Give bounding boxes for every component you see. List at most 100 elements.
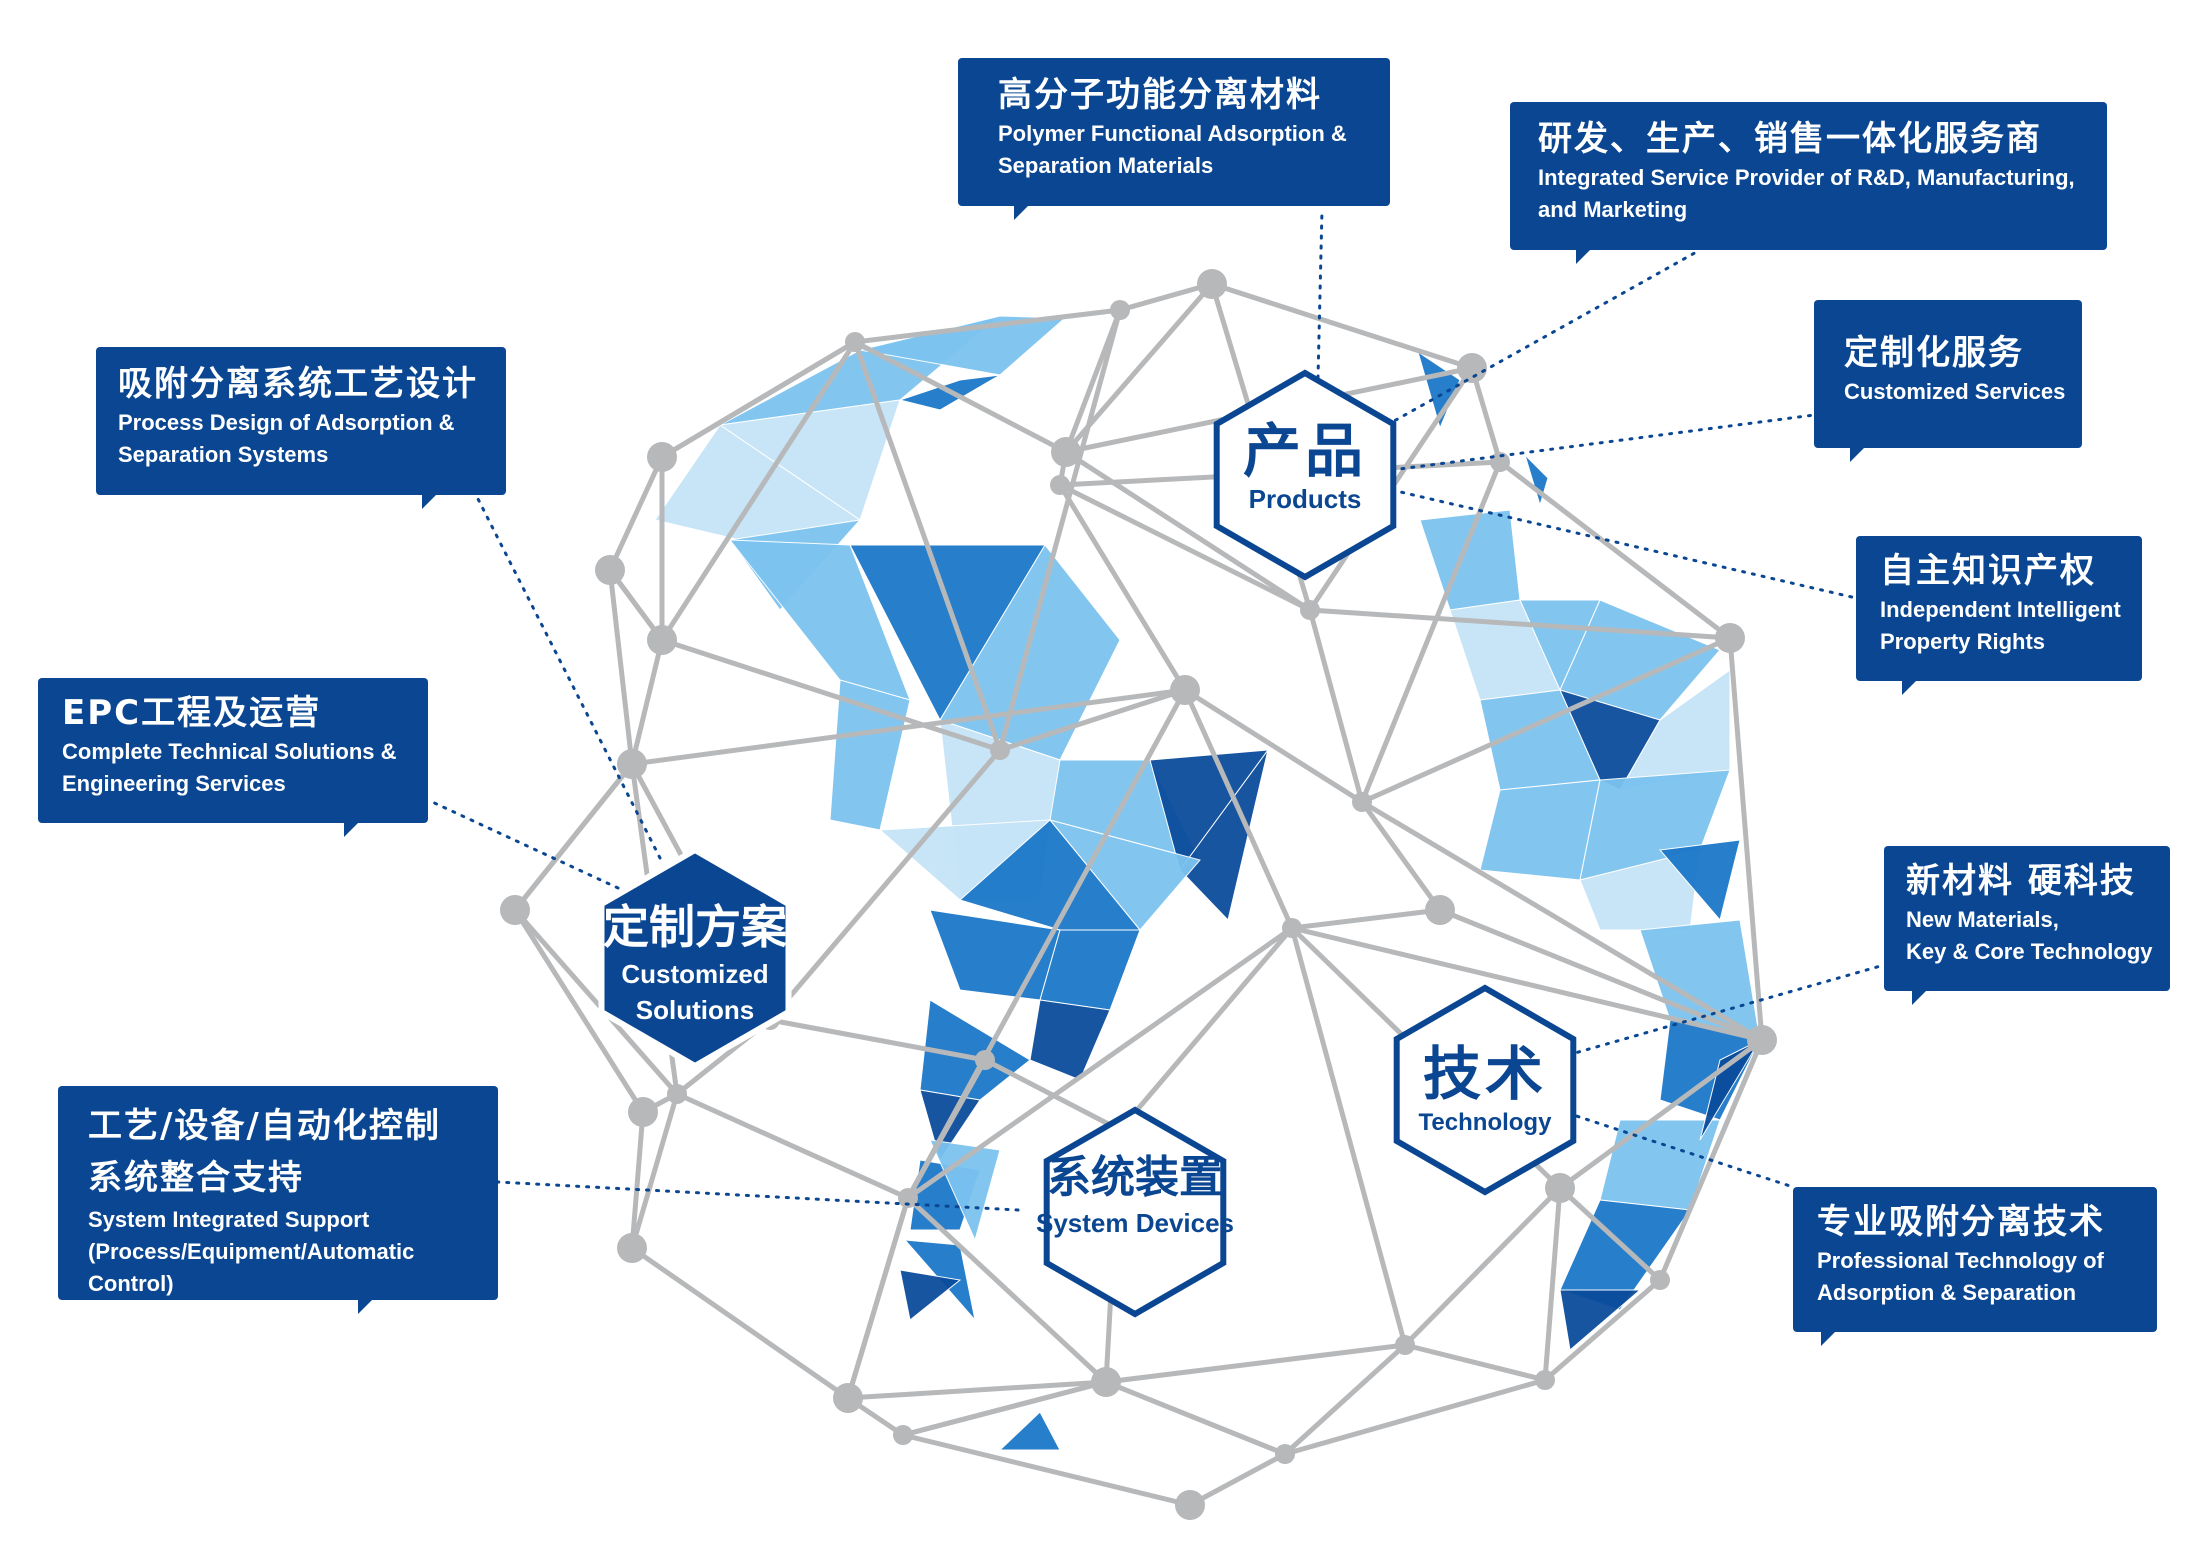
network-edge bbox=[900, 1432, 1193, 1508]
network-edge bbox=[1282, 1377, 1548, 1457]
network-node bbox=[1747, 1025, 1777, 1055]
callout-tail bbox=[1821, 1332, 1835, 1346]
network-edge bbox=[1063, 449, 1313, 613]
callout-tail bbox=[1014, 206, 1028, 220]
network-node bbox=[1535, 1370, 1555, 1390]
network-edge bbox=[1359, 799, 1443, 913]
continent-facet bbox=[899, 1269, 962, 1321]
callout-professional-tech: 专业吸附分离技术 Professional Technology of Adso… bbox=[1793, 1187, 2157, 1346]
dotted-connector bbox=[1376, 248, 1702, 432]
network-nodes bbox=[500, 269, 1777, 1520]
callout-polymer-zh: 高分子功能分离材料 bbox=[998, 75, 1322, 115]
network-edge bbox=[1057, 482, 1188, 693]
callout-system-integration: 工艺/设备/自动化控制 系统整合支持 System Integrated Sup… bbox=[58, 1086, 498, 1314]
callout-polymer-materials: 高分子功能分离材料 Polymer Functional Adsorption … bbox=[958, 58, 1390, 220]
hub-technology: 技术 Technology bbox=[1395, 1040, 1575, 1138]
network-edge bbox=[1117, 925, 1295, 1133]
callout-epc: EPC工程及运营 Complete Technical Solutions & … bbox=[38, 678, 428, 837]
callout-new-materials-en: New Materials, Key & Core Technology bbox=[1906, 907, 2153, 964]
dotted-connector bbox=[1390, 488, 1858, 600]
network-edges bbox=[512, 281, 1765, 1508]
callout-tail bbox=[1850, 448, 1864, 462]
network-edge bbox=[1359, 799, 1765, 1043]
network-edge bbox=[1289, 925, 1408, 1348]
hub-solutions-en: Customized Solutions bbox=[621, 959, 769, 1025]
continent-facet bbox=[1479, 779, 1601, 881]
callout-professional-en: Professional Technology of Adsorption & … bbox=[1817, 1248, 2104, 1305]
callout-integrated-zh: 研发、生产、销售一体化服务商 bbox=[1538, 119, 2042, 159]
network-node bbox=[1275, 1444, 1295, 1464]
network-node bbox=[1197, 269, 1227, 299]
network-edge bbox=[1307, 607, 1365, 805]
network-edge bbox=[852, 339, 1003, 753]
network-edge bbox=[900, 1379, 1109, 1438]
continent-facet bbox=[1659, 839, 1741, 922]
dotted-connector bbox=[1556, 1108, 1795, 1189]
callout-integration-en: System Integrated Support (Process/Equip… bbox=[88, 1207, 415, 1296]
network-edge bbox=[629, 1245, 851, 1401]
network-edge bbox=[1497, 459, 1733, 641]
hub-products-zh: 产品 bbox=[1242, 417, 1367, 485]
network-edge bbox=[629, 1109, 646, 1251]
hub-technology-en: Technology bbox=[1418, 1109, 1552, 1136]
network-edge bbox=[1057, 482, 1313, 613]
network-node bbox=[667, 1084, 687, 1104]
callout-integrated-en: Integrated Service Provider of R&D, Manu… bbox=[1538, 165, 2075, 222]
network-edge bbox=[1359, 635, 1733, 805]
callout-ip-en: Independent Intelligent Property Rights bbox=[1880, 597, 2121, 654]
dotted-connector bbox=[474, 493, 662, 860]
network-node bbox=[1395, 1335, 1415, 1355]
network-node bbox=[1300, 600, 1320, 620]
network-edge bbox=[1359, 459, 1503, 805]
continent-facet bbox=[998, 1411, 1061, 1451]
network-edge bbox=[1437, 907, 1765, 1043]
technology-hexagon bbox=[1393, 984, 1577, 1196]
callout-customized-services: 定制化服务 Customized Services bbox=[1814, 300, 2082, 462]
network-edge bbox=[1542, 1185, 1563, 1383]
network-node bbox=[647, 625, 677, 655]
products-hexagon bbox=[1213, 369, 1397, 581]
hub-technology-zh: 技术 bbox=[1422, 1040, 1547, 1108]
devices-hexagon bbox=[1043, 1106, 1227, 1318]
callout-tail bbox=[1902, 681, 1916, 695]
continent-facet bbox=[829, 679, 911, 831]
continent-polygons bbox=[654, 315, 1762, 1451]
network-node bbox=[1050, 475, 1070, 495]
callout-epc-en: Complete Technical Solutions & Engineeri… bbox=[62, 739, 397, 796]
callout-customized-services-en: Customized Services bbox=[1844, 379, 2066, 404]
network-edge bbox=[1209, 281, 1475, 371]
network-node bbox=[1545, 1173, 1575, 1203]
network-edge bbox=[1402, 1342, 1548, 1383]
hub-solutions-zh: 定制方案 bbox=[603, 900, 787, 954]
network-node bbox=[898, 1188, 918, 1208]
network-edge bbox=[767, 1017, 988, 1063]
network-edge bbox=[1557, 1185, 1663, 1283]
network-edge bbox=[512, 907, 646, 1115]
network-node bbox=[1091, 1367, 1121, 1397]
continent-facet bbox=[1419, 509, 1521, 611]
network-edge bbox=[905, 1057, 988, 1201]
network-node bbox=[1110, 300, 1130, 320]
continent-facet bbox=[1559, 1199, 1691, 1311]
network-node bbox=[595, 555, 625, 585]
network-edge bbox=[1117, 281, 1215, 313]
network-edge bbox=[1182, 687, 1365, 805]
callout-new-materials-zh: 新材料 硬科技 bbox=[1906, 861, 2136, 901]
network-node bbox=[1170, 675, 1200, 705]
network-node bbox=[617, 749, 647, 779]
callout-process-design: 吸附分离系统工艺设计 Process Design of Adsorption … bbox=[96, 347, 506, 509]
network-node bbox=[1457, 353, 1487, 383]
hub-products-en: Products bbox=[1248, 484, 1362, 514]
callout-tail bbox=[1912, 991, 1926, 1005]
network-edge bbox=[845, 1195, 911, 1401]
callout-tail bbox=[344, 823, 358, 837]
network-edge bbox=[607, 567, 635, 767]
continent-facet bbox=[1699, 1038, 1762, 1141]
network-edge bbox=[512, 761, 635, 913]
network-edge bbox=[1289, 907, 1443, 931]
network-edge bbox=[982, 1057, 1123, 1133]
callout-integration-zh: 工艺/设备/自动化控制 系统整合支持 bbox=[88, 1106, 441, 1198]
network-edge bbox=[1542, 1277, 1663, 1383]
network-node bbox=[1650, 1270, 1670, 1290]
